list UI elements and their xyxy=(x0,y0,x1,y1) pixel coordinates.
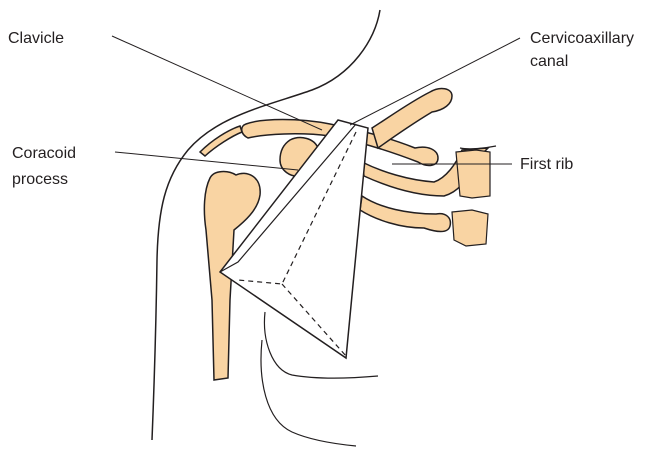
clavicle-small-segment xyxy=(200,126,242,156)
vertebra-upper xyxy=(456,150,490,198)
clavicle-label: Clavicle xyxy=(8,30,64,47)
second-rib-bone xyxy=(360,196,450,232)
cervicoaxillary-canal-label-line1: Cervicoaxillary xyxy=(530,30,634,47)
first-rib-label: First rib xyxy=(520,156,573,173)
clavicle-leader-line xyxy=(112,36,322,130)
coracoid-process-label-line2: process xyxy=(12,171,68,188)
upper-rib xyxy=(372,89,452,148)
coracoid-process-label-line1: Coracoid xyxy=(12,145,76,162)
cervicoaxillary-canal-label-line2: canal xyxy=(530,53,568,70)
vertebra-lower xyxy=(452,210,488,246)
